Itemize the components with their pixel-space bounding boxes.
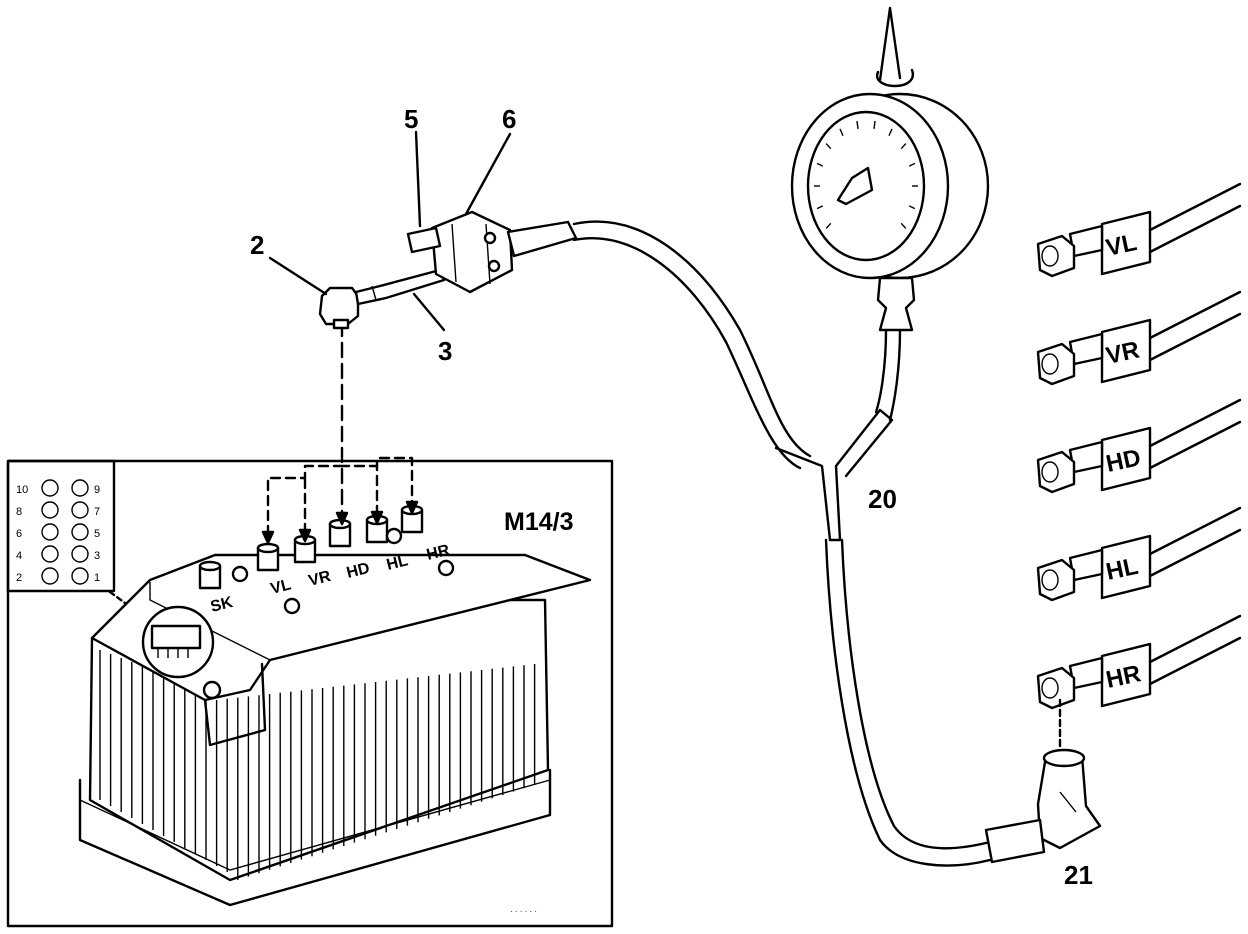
module-cover-edge: [149, 582, 271, 661]
gauge-hook: [878, 6, 902, 82]
callout-leader-3: [412, 292, 446, 332]
pin-number: 7: [94, 506, 100, 518]
line-tag-plate: [1100, 642, 1152, 708]
line-tag-label: VL: [1104, 229, 1140, 262]
port-leaders: [261, 320, 419, 545]
pin-socket: [41, 501, 59, 519]
test-adapter: [318, 210, 578, 330]
hydraulic-module: SK VL VR HD HL HR: [78, 504, 592, 907]
pin-socket: [41, 523, 59, 541]
module-screw: [283, 597, 301, 615]
module-screw: [437, 559, 455, 577]
tee-piece: [774, 408, 894, 542]
module-screw: [231, 565, 249, 583]
line-fitting: [1036, 234, 1076, 278]
gauge-needle: [836, 166, 874, 206]
line-tag-plate: [1100, 426, 1152, 492]
connector-zoom-circle: [141, 605, 215, 679]
pin-number: 1: [94, 572, 100, 584]
pin-number: 8: [16, 506, 22, 518]
pin-socket: [41, 479, 59, 497]
callout-20: 20: [868, 484, 897, 514]
gauge-hose: [572, 220, 992, 867]
line-tag-label: HL: [1104, 553, 1141, 586]
pin-number: 9: [94, 484, 100, 496]
module-label: M14/3: [504, 508, 573, 536]
gauge-fitting: [876, 276, 916, 332]
callout-leader-6: [464, 132, 512, 216]
pressure-gauge: [790, 6, 990, 332]
module-port-label: HL: [385, 552, 410, 574]
pin-socket: [71, 545, 89, 563]
module-port-label: VR: [307, 568, 333, 590]
module-cover-step: [203, 662, 267, 747]
line-fitting: [1036, 450, 1076, 494]
pin-socket: [71, 501, 89, 519]
pin-map-frame: [6, 459, 116, 593]
line-fitting: [1036, 666, 1076, 710]
module-screw: [385, 527, 403, 545]
callout-21: 21: [1064, 860, 1093, 890]
brake-line-hr: HR: [1036, 614, 1242, 710]
pin-socket: [71, 479, 89, 497]
brake-line-vl: VL: [1036, 182, 1242, 278]
module-port-label: SK: [209, 594, 235, 616]
connector-plug: [150, 624, 202, 650]
line-tag-plate: [1100, 318, 1152, 384]
callout-3: 3: [438, 336, 452, 366]
callouts: 2 3 5 6 20 21: [250, 104, 1093, 890]
hose-sleeve: [984, 818, 1046, 864]
module-base-edge: [79, 779, 551, 871]
connecting-tube: [354, 268, 446, 306]
callout-2: 2: [250, 230, 264, 260]
drawing-code: · · · · · ·: [510, 907, 537, 916]
pin-map: 10 9 8 7 6 5 4 3 2 1: [6, 459, 116, 593]
brake-line-vr: VR: [1036, 290, 1242, 386]
pin-socket: [71, 523, 89, 541]
brake-line-hd: HD: [1036, 398, 1242, 494]
module-port-label: VL: [269, 576, 293, 597]
line-fitting: [1036, 342, 1076, 386]
pin-number: 10: [16, 484, 28, 496]
brake-lines: VL VR HD HL HR: [1036, 182, 1242, 710]
module-port-label: HD: [345, 560, 372, 582]
valve-stem: [406, 226, 442, 254]
callout-6: 6: [502, 104, 516, 134]
pin-socket: [71, 567, 89, 585]
line-tag-plate: [1100, 534, 1152, 600]
module-bolt: [202, 680, 222, 700]
pin-number: 3: [94, 550, 100, 562]
pin-number: 4: [16, 550, 22, 562]
callout-5: 5: [404, 104, 418, 134]
callout-leader-5: [414, 130, 422, 228]
line-fitting: [1036, 558, 1076, 602]
callout-leader-2: [268, 256, 328, 296]
inset-frame: [6, 459, 614, 928]
line-tag-plate: [1100, 210, 1152, 276]
pin-socket: [41, 567, 59, 585]
hose-coupling: [506, 220, 578, 258]
pin-number: 6: [16, 528, 22, 540]
pin-socket: [41, 545, 59, 563]
pin-number: 5: [94, 528, 100, 540]
pin-number: 2: [16, 572, 22, 584]
elbow-adapter: [984, 698, 1102, 864]
module-base: [78, 768, 552, 907]
module-port-label: HR: [425, 542, 452, 564]
elbow-fitting: [318, 286, 360, 326]
brake-line-hl: HL: [1036, 506, 1242, 602]
elbow-body: [1036, 754, 1102, 850]
